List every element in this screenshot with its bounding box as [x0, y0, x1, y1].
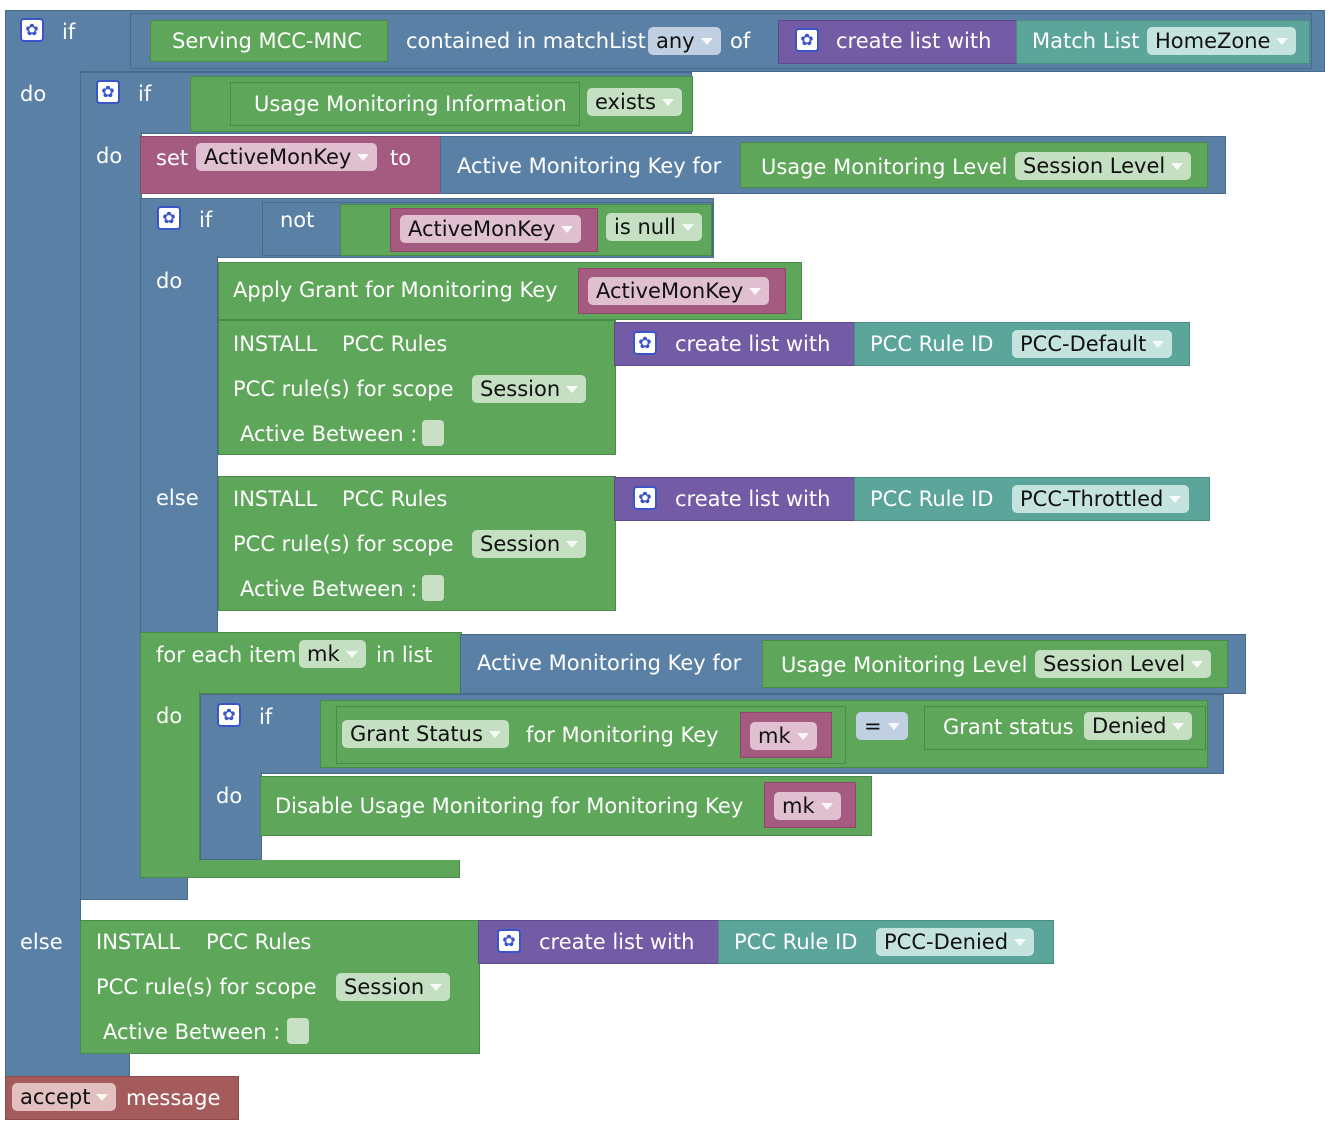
- install-keyword: INSTALL: [233, 332, 318, 356]
- list-gear-icon[interactable]: ✿: [497, 929, 521, 953]
- scope-dropdown[interactable]: Session: [472, 530, 587, 558]
- amk-for-label: Active Monitoring Key for: [477, 651, 742, 675]
- mutator-gear-icon[interactable]: ✿: [157, 206, 181, 230]
- active-between-checkbox[interactable]: [422, 575, 444, 601]
- active-between-label: Active Between :: [103, 1020, 281, 1044]
- uml-label: Usage Monitoring Level: [761, 155, 1008, 179]
- umi-label: Usage Monitoring Information: [254, 92, 567, 116]
- active-between-label: Active Between :: [240, 422, 418, 446]
- inner-if-spine: [80, 132, 142, 900]
- active-mon-key-dropdown[interactable]: ActiveMonKey: [400, 215, 582, 243]
- uml-label: Usage Monitoring Level: [781, 653, 1028, 677]
- contained-label: contained in matchList: [406, 29, 646, 53]
- create-list-label: create list with: [836, 29, 992, 53]
- scope-label: PCC rule(s) for scope: [233, 532, 454, 556]
- grant-status-dropdown[interactable]: Grant Status: [342, 720, 509, 748]
- inner-if-footer: [80, 876, 188, 900]
- outer-if-footer: [5, 1052, 130, 1080]
- in-list-keyword: in list: [376, 643, 433, 667]
- pcc-rule-denied-dropdown[interactable]: PCC-Denied: [876, 928, 1035, 956]
- create-list-label: create list with: [539, 930, 695, 954]
- scope-label: PCC rule(s) for scope: [233, 377, 454, 401]
- if-keyword: if: [62, 20, 76, 44]
- grant-mk-dropdown[interactable]: mk: [750, 722, 817, 750]
- pcc-rules-label: PCC Rules: [342, 332, 448, 356]
- serving-mcc-mnc-block[interactable]: [150, 20, 388, 62]
- create-list-label: create list with: [675, 487, 831, 511]
- of-keyword: of: [730, 29, 751, 53]
- install-keyword: INSTALL: [233, 487, 318, 511]
- pcc-rule-id-label: PCC Rule ID: [870, 487, 994, 511]
- pcc-rule-id-label: PCC Rule ID: [734, 930, 858, 954]
- pcc-rule-default-dropdown[interactable]: PCC-Default: [1012, 330, 1173, 358]
- for-monitoring-key-label: for Monitoring Key: [526, 723, 719, 747]
- is-null-dropdown[interactable]: is null: [606, 213, 702, 241]
- home-zone-dropdown[interactable]: HomeZone: [1147, 27, 1297, 55]
- active-between-checkbox[interactable]: [287, 1018, 309, 1044]
- serving-mcc-mnc-label: Serving MCC-MNC: [172, 29, 362, 53]
- apply-grant-label: Apply Grant for Monitoring Key: [233, 278, 558, 302]
- do-keyword: do: [96, 144, 123, 168]
- disable-mk-dropdown[interactable]: mk: [774, 792, 841, 820]
- active-between-label: Active Between :: [240, 577, 418, 601]
- message-label: message: [126, 1086, 221, 1110]
- apply-var-dropdown[interactable]: ActiveMonKey: [588, 277, 770, 305]
- if-keyword: if: [199, 208, 213, 232]
- set-keyword: set: [156, 146, 189, 170]
- loop-if-footer: [200, 838, 262, 860]
- mutator-gear-icon[interactable]: ✿: [20, 18, 44, 42]
- mutator-gear-icon[interactable]: ✿: [217, 703, 241, 727]
- loop-var-dropdown[interactable]: mk: [299, 640, 366, 668]
- match-mode-dropdown[interactable]: any: [648, 27, 721, 55]
- grant-status-value-label: Grant status: [943, 715, 1074, 739]
- mutator-gear-icon[interactable]: ✿: [96, 80, 120, 104]
- equals-operator-dropdown[interactable]: =: [856, 712, 908, 740]
- accept-dropdown[interactable]: accept: [12, 1083, 117, 1111]
- scope-dropdown[interactable]: Session: [472, 375, 587, 403]
- create-list-label: create list with: [675, 332, 831, 356]
- else-keyword: else: [156, 486, 199, 510]
- session-level-dropdown[interactable]: Session Level: [1015, 152, 1192, 180]
- else-keyword: else: [20, 930, 63, 954]
- do-keyword: do: [216, 784, 243, 808]
- denied-dropdown[interactable]: Denied: [1084, 712, 1193, 740]
- scope-dropdown[interactable]: Session: [336, 973, 451, 1001]
- scope-label: PCC rule(s) for scope: [96, 975, 317, 999]
- to-keyword: to: [390, 146, 412, 170]
- loop-uml-block[interactable]: [762, 640, 1228, 688]
- pcc-rules-label: PCC Rules: [206, 930, 312, 954]
- exists-dropdown[interactable]: exists: [587, 88, 682, 116]
- active-between-checkbox[interactable]: [422, 420, 444, 446]
- for-each-keyword: for each item: [156, 643, 297, 667]
- do-keyword: do: [20, 82, 47, 106]
- install-keyword: INSTALL: [96, 930, 181, 954]
- session-level-dropdown[interactable]: Session Level: [1035, 650, 1212, 678]
- amk-for-label: Active Monitoring Key for: [457, 154, 722, 178]
- not-keyword: not: [280, 208, 315, 232]
- pcc-rule-throttled-dropdown[interactable]: PCC-Throttled: [1012, 485, 1190, 513]
- do-keyword: do: [156, 269, 183, 293]
- not-if-spine: [140, 256, 218, 632]
- for-each-footer: [140, 860, 460, 878]
- if-keyword: if: [138, 82, 152, 106]
- set-variable-dropdown[interactable]: ActiveMonKey: [196, 143, 378, 171]
- if-keyword: if: [259, 705, 273, 729]
- list-gear-icon[interactable]: ✿: [795, 28, 819, 52]
- list-gear-icon[interactable]: ✿: [633, 486, 657, 510]
- list-gear-icon[interactable]: ✿: [633, 331, 657, 355]
- umi-block[interactable]: [230, 82, 580, 126]
- disable-monitoring-label: Disable Usage Monitoring for Monitoring …: [275, 794, 744, 818]
- for-each-spine: [140, 692, 200, 862]
- pcc-rule-id-label: PCC Rule ID: [870, 332, 994, 356]
- pcc-rules-label: PCC Rules: [342, 487, 448, 511]
- do-keyword: do: [156, 704, 183, 728]
- outer-if-spine: [5, 70, 81, 1080]
- match-list-label: Match List: [1032, 29, 1140, 53]
